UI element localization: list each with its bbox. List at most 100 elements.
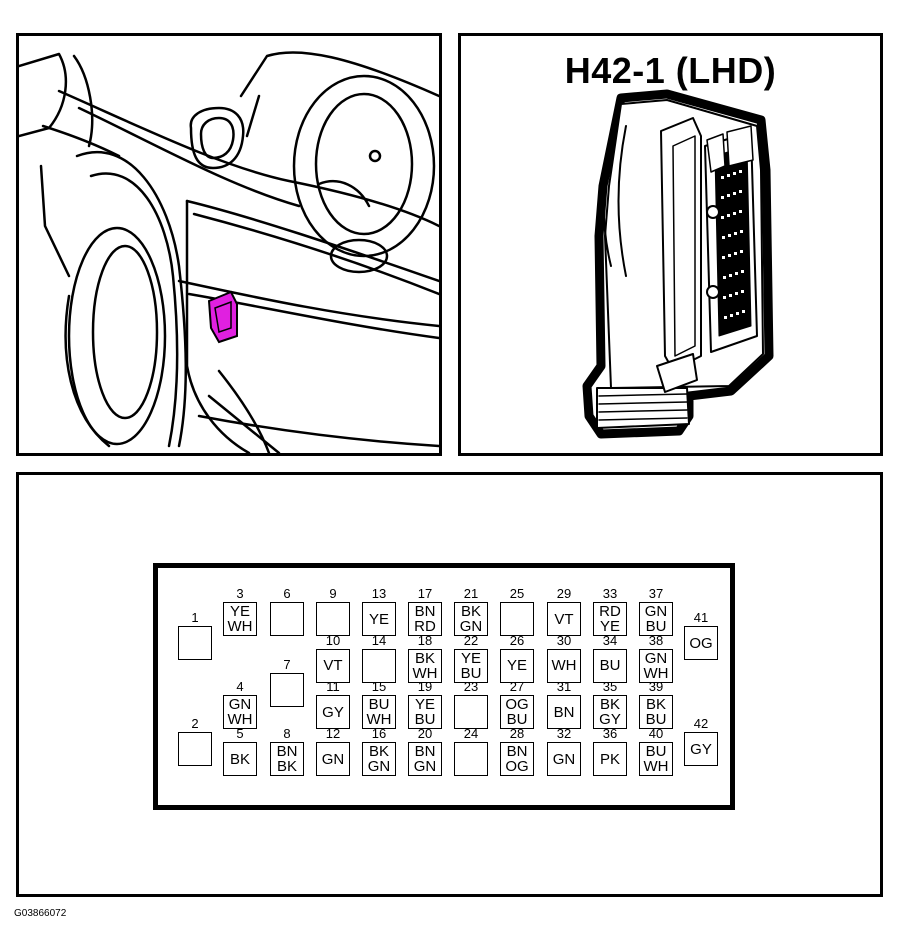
pin-12: GN xyxy=(316,742,350,776)
wire-color-label: GN xyxy=(644,603,668,620)
pin-number-19: 19 xyxy=(417,679,433,695)
pin-number-40: 40 xyxy=(648,726,664,741)
wire-color-label: GN xyxy=(552,750,576,768)
wire-color-label: YE xyxy=(229,603,250,620)
pin-23 xyxy=(454,695,488,730)
wire-color-label: GY xyxy=(690,740,712,758)
wire-color-label: YE xyxy=(460,649,481,667)
connector-location-marker xyxy=(207,290,238,344)
wire-color-label: WH xyxy=(366,711,392,729)
wire-color-label: GN xyxy=(413,758,437,775)
pin-number-34: 34 xyxy=(602,632,618,648)
connector-view-panel: H42-1 (LHD) xyxy=(458,33,883,456)
wire-color-label: GN xyxy=(459,618,483,635)
pin-14 xyxy=(362,648,396,683)
pin-32: GN xyxy=(547,742,581,776)
pin-number-35: 35 xyxy=(602,679,618,695)
wire-color-label: WH xyxy=(227,711,253,729)
wire-color-label: GN xyxy=(367,758,391,775)
pin-number-4: 4 xyxy=(236,679,244,695)
pin-number-31: 31 xyxy=(556,679,572,695)
wire-color-label: BK xyxy=(368,743,389,760)
pin-13: YE xyxy=(362,602,396,636)
figure-code: G03866072 xyxy=(14,908,67,919)
pin-number-26: 26 xyxy=(509,632,525,648)
pin-36: PK xyxy=(593,742,627,776)
pin-number-8: 8 xyxy=(283,726,291,741)
wire-color-label: OG xyxy=(689,634,713,652)
pin-number-41: 41 xyxy=(693,610,709,625)
wire-color-label: BK xyxy=(599,696,620,714)
wire-color-label: GN xyxy=(321,750,345,768)
wire-color-label: YE xyxy=(368,610,389,628)
pin-number-20: 20 xyxy=(417,726,433,741)
wire-color-label: VT xyxy=(323,657,343,675)
pin-number-36: 36 xyxy=(602,726,618,741)
pin-31: BN xyxy=(547,695,581,730)
wire-color-label: BU xyxy=(645,743,667,760)
pin-number-5: 5 xyxy=(236,726,244,741)
pin-number-25: 25 xyxy=(509,586,525,601)
pin-number-1: 1 xyxy=(191,610,199,625)
pin-25 xyxy=(500,602,534,636)
wire-color-label: GN xyxy=(228,696,252,714)
pin-number-29: 29 xyxy=(556,586,572,601)
wire-color-label: BU xyxy=(645,711,667,729)
pin-number-7: 7 xyxy=(283,657,291,672)
pin-number-16: 16 xyxy=(371,726,387,741)
wire-color-label: OG xyxy=(505,696,529,714)
wire-color-label: BU xyxy=(506,711,528,729)
pin-42: GY xyxy=(684,732,718,766)
pin-number-14: 14 xyxy=(371,632,387,648)
wire-color-label: BU xyxy=(645,618,667,635)
pin-10: VT xyxy=(316,648,350,683)
wire-color-label: BK xyxy=(460,603,481,620)
wire-color-label: BN xyxy=(414,743,436,760)
wire-color-label: PK xyxy=(599,750,620,768)
wire-color-label: GY xyxy=(322,703,344,721)
wire-color-label: BU xyxy=(599,657,621,675)
wire-color-label: WH xyxy=(643,758,669,775)
pin-number-17: 17 xyxy=(417,586,433,601)
pin-9 xyxy=(316,602,350,636)
pin-number-33: 33 xyxy=(602,586,618,601)
pin-number-6: 6 xyxy=(283,586,291,601)
pin-number-38: 38 xyxy=(648,632,664,648)
wire-color-label: GN xyxy=(644,649,668,667)
wire-color-label: BK xyxy=(276,758,297,775)
wire-color-label: OG xyxy=(505,758,529,775)
pin-1 xyxy=(178,626,212,660)
pin-number-22: 22 xyxy=(463,632,479,648)
pin-number-28: 28 xyxy=(509,726,525,741)
pin-number-2: 2 xyxy=(191,716,199,731)
pin-number-30: 30 xyxy=(556,632,572,648)
wire-color-label: BK xyxy=(645,696,666,714)
wire-color-label: VT xyxy=(554,610,574,628)
connector-title: H42-1 (LHD) xyxy=(564,50,777,91)
wire-color-label: BN xyxy=(553,703,575,721)
wire-color-label: BK xyxy=(229,750,250,768)
wire-color-label: YE xyxy=(414,696,435,714)
pin-26: YE xyxy=(500,648,534,683)
pin-number-39: 39 xyxy=(648,679,664,695)
pin-number-21: 21 xyxy=(463,586,479,601)
pin-29: VT xyxy=(547,602,581,636)
pin-number-42: 42 xyxy=(693,716,709,731)
pin-number-15: 15 xyxy=(371,679,387,695)
pin-number-32: 32 xyxy=(556,726,572,741)
pin-24 xyxy=(454,742,488,776)
location-view-panel xyxy=(16,33,442,456)
